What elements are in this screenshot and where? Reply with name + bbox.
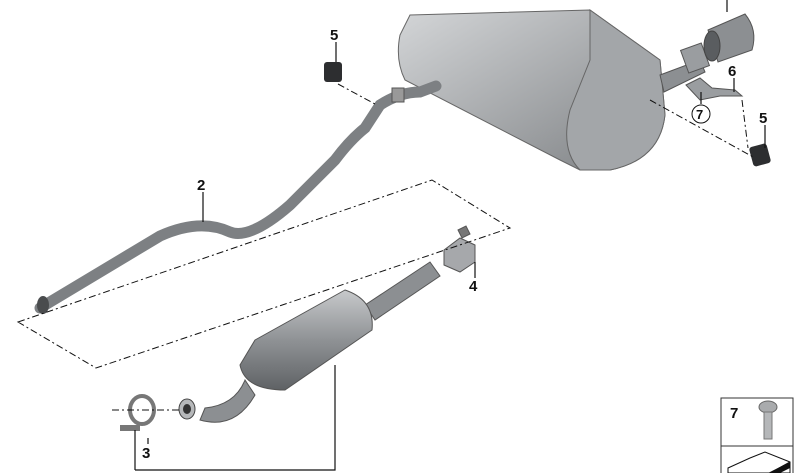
callout-5-left: 5 xyxy=(330,27,338,44)
pipe-end xyxy=(37,296,49,314)
clamp[interactable] xyxy=(443,237,476,273)
leader-dash xyxy=(741,99,749,149)
callout-2: 2 xyxy=(197,177,205,194)
leader-dash xyxy=(337,83,376,105)
callout-3: 3 xyxy=(142,445,150,462)
assembly-outline xyxy=(16,179,512,369)
center-pipe[interactable] xyxy=(34,80,442,314)
legend-item-number: 7 xyxy=(730,405,738,422)
catalytic-converter[interactable] xyxy=(178,261,441,423)
legend-box: 7 xyxy=(720,397,794,473)
callout-7-ref: 7 xyxy=(696,107,703,122)
pipe-clamp[interactable] xyxy=(120,394,156,431)
rear-muffler[interactable] xyxy=(397,9,711,171)
callout-4: 4 xyxy=(469,278,478,295)
hex-flange-screw-icon xyxy=(758,400,778,440)
callout-6: 6 xyxy=(728,63,736,80)
leader-dash xyxy=(649,99,756,159)
rubber-mount-left[interactable] xyxy=(324,62,342,82)
pipe-hanger xyxy=(391,87,405,103)
rubber-mount-right[interactable] xyxy=(749,143,772,167)
ref-circle xyxy=(691,104,711,124)
exhaust-tip[interactable] xyxy=(703,13,755,63)
callout-5-right: 5 xyxy=(759,110,767,127)
bracket[interactable] xyxy=(685,77,744,101)
